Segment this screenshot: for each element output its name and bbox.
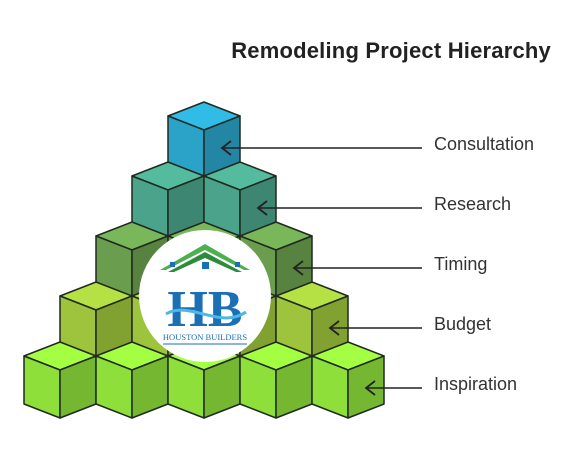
level-arrows <box>220 140 422 396</box>
level-label-consultation: Consultation <box>434 134 535 154</box>
level-arrow-head <box>328 320 340 336</box>
logo-roof-inner <box>168 252 242 272</box>
level-label-timing: Timing <box>434 254 488 274</box>
level-label-research: Research <box>434 194 512 214</box>
level-arrow-head <box>364 380 376 396</box>
logo-name: HOUSTON BUILDERS <box>163 332 247 342</box>
level-arrow-head <box>220 140 232 156</box>
logo-window-center <box>202 262 209 269</box>
level-arrow-head <box>256 200 268 216</box>
houston-builders-logo: HB HOUSTON BUILDERS <box>139 230 271 362</box>
logo-swoosh <box>165 308 247 320</box>
level-arrow-head <box>292 260 304 276</box>
level-label-inspiration: Inspiration <box>434 374 518 394</box>
logo-window-left <box>170 262 175 267</box>
logo-window-right <box>235 262 240 267</box>
level-label-budget: Budget <box>434 314 492 334</box>
logo-roof-outer <box>160 244 250 270</box>
diagram-title: Remodeling Project Hierarchy <box>231 38 551 63</box>
